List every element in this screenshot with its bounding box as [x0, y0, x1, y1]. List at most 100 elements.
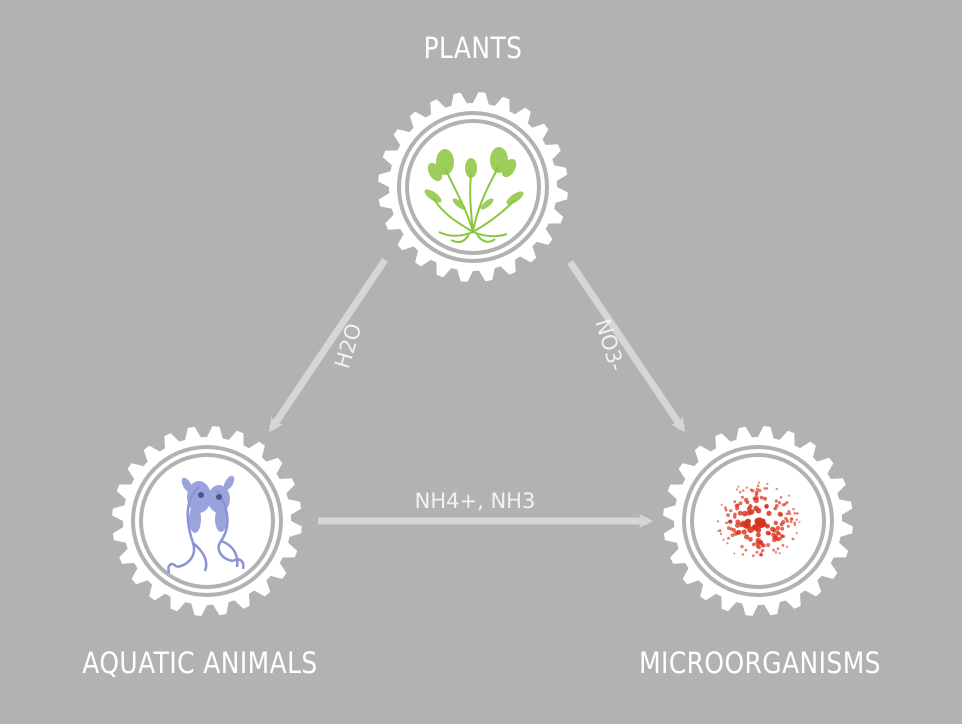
- microbe-dot: [744, 548, 748, 552]
- microbe-dot: [733, 531, 738, 536]
- microbe-dot: [755, 507, 762, 514]
- microbe-dot: [765, 487, 769, 490]
- gear-inner-face: [143, 457, 271, 585]
- microbe-dot: [736, 503, 740, 507]
- microbe-dot: [730, 533, 735, 538]
- microbe-dot: [759, 495, 764, 500]
- microbe-dot: [774, 550, 778, 554]
- microbe-dot: [774, 504, 779, 508]
- microbe-dot: [790, 517, 794, 521]
- microbe-dot: [729, 509, 733, 513]
- microbe-dot: [724, 506, 727, 510]
- microbe-dot: [755, 550, 759, 554]
- microbe-dot: [752, 542, 756, 547]
- microbe-dot: [798, 520, 801, 523]
- microbe-dot: [733, 500, 737, 504]
- microbe-dot: [720, 503, 723, 506]
- microbe-dot: [743, 521, 751, 529]
- microbe-dot: [737, 510, 743, 516]
- plants-label: PLANTS: [423, 31, 523, 65]
- microbe-dot: [740, 544, 744, 549]
- microbe-dot: [785, 545, 789, 549]
- microbe-dot: [777, 501, 782, 505]
- microbe-dot: [757, 488, 762, 493]
- microbe-dot: [718, 528, 722, 532]
- microbe-dot: [795, 531, 798, 535]
- microbe-dot: [781, 534, 785, 538]
- microbe-dot: [785, 519, 790, 523]
- animals-gear: [112, 426, 302, 616]
- microbe-dot: [748, 536, 753, 542]
- microbe-dot: [724, 508, 728, 512]
- microbe-dot: [775, 525, 781, 531]
- microbe-dot: [756, 517, 763, 524]
- microbe-dot: [716, 520, 720, 523]
- microbe-dot: [786, 524, 790, 528]
- microbe-dot: [745, 486, 749, 489]
- microbe-dot: [742, 510, 748, 517]
- microbe-dot: [763, 487, 766, 490]
- micro-gear: [663, 426, 853, 616]
- microbe-dot: [752, 524, 758, 530]
- microbe-dot: [777, 511, 783, 517]
- microbe-dot: [785, 500, 789, 505]
- microbe-dot: [766, 510, 772, 517]
- microbe-dot: [735, 488, 739, 491]
- microbe-dot: [726, 542, 729, 545]
- microbe-dot: [738, 490, 742, 494]
- microbe-dot: [754, 490, 759, 494]
- microbe-dot: [722, 538, 725, 541]
- microbe-dot: [746, 510, 752, 516]
- microbe-dot: [739, 522, 745, 528]
- microbe-dot: [760, 549, 765, 553]
- microbe-dot: [779, 495, 783, 499]
- microbe-dot: [733, 515, 737, 519]
- microbe-dot: [788, 512, 792, 516]
- microbe-dot: [795, 512, 799, 515]
- flow-label-nh4-nh3: NH4+, NH3: [415, 489, 536, 513]
- microbe-dot: [734, 522, 741, 528]
- microbe-dot: [751, 554, 755, 558]
- microbe-dot: [755, 532, 761, 538]
- microbe-dot: [740, 495, 744, 499]
- microbe-dot: [735, 506, 740, 511]
- microbe-dot: [731, 528, 737, 533]
- arrow-plants-to-micro: [567, 260, 685, 433]
- microbe-dot: [738, 501, 743, 506]
- microbe-dot: [765, 523, 770, 529]
- microbe-dot: [785, 512, 789, 516]
- microbe-dot: [763, 496, 768, 501]
- microbe-dot: [719, 532, 723, 536]
- microbe-dot: [766, 543, 771, 547]
- microbe-dot: [765, 530, 771, 536]
- microbe-dot: [757, 481, 761, 484]
- fish-icon: [167, 475, 245, 574]
- plants-gear: [378, 92, 568, 282]
- microbe-dot: [726, 526, 731, 531]
- flow-label-no3: NO3-: [590, 316, 629, 374]
- microbe-dot: [787, 509, 791, 513]
- microbe-dot: [717, 530, 720, 533]
- microbe-dot: [781, 520, 786, 525]
- microbe-dot: [743, 497, 749, 503]
- microbe-dot: [755, 540, 761, 546]
- microbe-dot: [741, 529, 747, 535]
- microbe-dot: [792, 538, 795, 541]
- microbe-dot: [737, 485, 740, 488]
- microbe-dot: [742, 489, 745, 492]
- microbe-dot: [755, 527, 762, 533]
- microbe-dot: [766, 482, 769, 486]
- microbe-dot: [727, 536, 730, 540]
- microbe-dot: [772, 528, 777, 533]
- microbe-dot: [733, 512, 737, 517]
- microbe-dot: [772, 548, 775, 552]
- microbe-dot: [793, 512, 797, 515]
- microbe-dot: [741, 553, 745, 556]
- arrow-plants-to-animals: [269, 258, 388, 433]
- microorganisms-label: MICROORGANISMS: [639, 646, 881, 680]
- microbe-dot: [758, 553, 762, 557]
- microbe-dot: [748, 504, 753, 509]
- microbe-dot: [756, 484, 760, 487]
